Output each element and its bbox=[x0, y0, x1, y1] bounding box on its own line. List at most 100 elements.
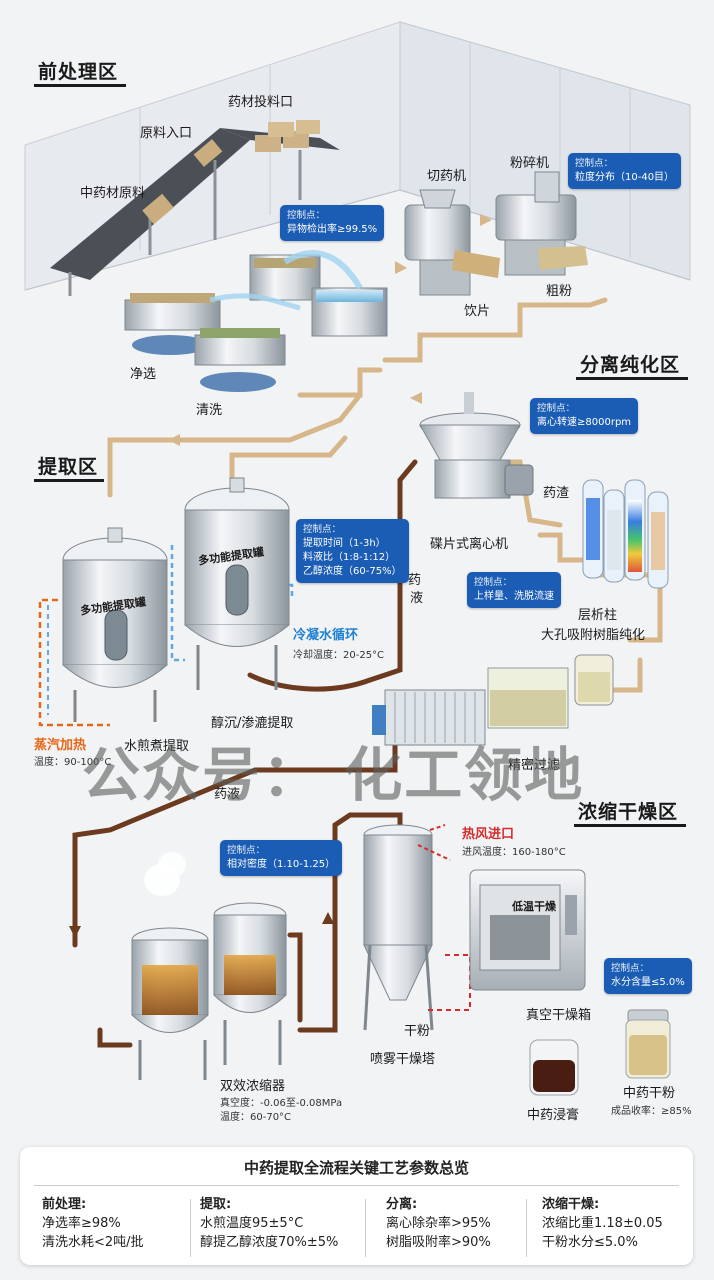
label-resin: 大孔吸附树脂纯化 bbox=[541, 628, 646, 643]
label-coarse-powder: 粗粉 bbox=[546, 284, 573, 299]
label-evaporator: 双效浓缩器 bbox=[220, 1079, 286, 1094]
control-point-density: 控制点： 相对密度（1.10-1.25） bbox=[220, 840, 343, 876]
label-feeding-port: 药材投料口 bbox=[228, 95, 294, 110]
label-dry-powder: 干粉 bbox=[404, 1024, 431, 1039]
label-hot-air: 热风进口 bbox=[462, 827, 515, 842]
label-alcohol-extraction: 醇沉/渗漉提取 bbox=[211, 716, 294, 731]
control-point-granularity: 控制点： 粒度分布（10-40目） bbox=[568, 153, 682, 189]
label-extract-paste: 中药浸膏 bbox=[527, 1108, 580, 1123]
summary-column-separator bbox=[365, 1199, 366, 1257]
control-point-liquid-ratio: 料液比（1:8-1:12） bbox=[303, 552, 396, 563]
summary-panel: 中药提取全流程关键工艺参数总览 前处理: 净选率≥98% 清洗水耗<2吨/批 提… bbox=[20, 1147, 693, 1265]
summary-line: 树脂吸附率>90% bbox=[386, 1235, 491, 1250]
label-decoction: 水煎煮提取 bbox=[124, 739, 190, 754]
summary-column-head: 浓缩干燥: bbox=[542, 1197, 600, 1212]
control-point-loading: 控制点： 上样量、洗脱流速 bbox=[467, 572, 561, 608]
summary-column-head: 分离: bbox=[386, 1197, 418, 1212]
label-disc-centrifuge: 碟片式离心机 bbox=[430, 537, 509, 552]
summary-column-head: 提取: bbox=[200, 1197, 232, 1212]
label-liquid-1a: 药 bbox=[408, 573, 422, 588]
conveyor-belt bbox=[50, 120, 340, 296]
label-vacuum-dryer: 真空干燥箱 bbox=[526, 1008, 592, 1023]
summary-column-head: 前处理: bbox=[42, 1197, 87, 1212]
control-point-value: 离心转速≥8000rpm bbox=[537, 417, 632, 428]
label-spray-tower: 喷雾干燥塔 bbox=[370, 1052, 436, 1067]
summary-line: 浓缩比重1.18±0.05 bbox=[542, 1216, 663, 1231]
summary-line: 干粉水分≤5.0% bbox=[542, 1235, 638, 1250]
product-jars bbox=[529, 1009, 671, 1096]
liquid-pipes bbox=[72, 459, 418, 1048]
extraction-tank-1 bbox=[38, 527, 168, 727]
label-evap-temp: 温度：60-70°C bbox=[220, 1112, 292, 1123]
control-point-value: 水分含量≤5.0% bbox=[611, 977, 685, 988]
control-point-ethanol: 乙醇浓度（60-75%） bbox=[303, 566, 402, 577]
label-cooling-temp: 冷却温度：20-25°C bbox=[293, 650, 385, 661]
label-steam: 蒸汽加热 bbox=[34, 738, 87, 753]
summary-line: 清洗水耗<2吨/批 bbox=[42, 1235, 144, 1250]
flow-arrows bbox=[69, 214, 492, 938]
control-point-title: 控制点： bbox=[287, 210, 326, 221]
disc-centrifuge bbox=[419, 392, 534, 499]
control-point-title: 控制点： bbox=[303, 524, 342, 535]
summary-title: 中药提取全流程关键工艺参数总览 bbox=[243, 1159, 469, 1177]
control-point-value: 上样量、洗脱流速 bbox=[474, 591, 554, 602]
control-point-foreign-matter: 控制点： 异物检出率≥99.5% bbox=[280, 205, 385, 241]
label-steam-temp: 温度：90-100°C bbox=[34, 757, 112, 768]
summary-column-separation: 分离: 离心除杂率>95% 树脂吸附率>90% bbox=[386, 1195, 541, 1252]
zone-title-separation: 分离纯化区 bbox=[580, 354, 681, 376]
summary-line: 水煎温度95±5°C bbox=[200, 1216, 304, 1231]
washing-equipment bbox=[124, 250, 388, 392]
control-point-title: 控制点： bbox=[474, 577, 513, 588]
label-fine-filter: 精密过滤 bbox=[508, 758, 561, 773]
control-point-value: 粒度分布（10-40目） bbox=[575, 172, 675, 183]
label-vacuum: 真空度：-0.06至-0.08MPa bbox=[220, 1098, 343, 1109]
crusher-machine bbox=[495, 171, 588, 276]
label-chromatography: 层析柱 bbox=[578, 608, 618, 623]
vacuum-dryer-oven bbox=[469, 869, 586, 991]
summary-line: 醇提乙醇浓度70%±5% bbox=[200, 1235, 339, 1250]
zone-title-extraction: 提取区 bbox=[38, 456, 99, 478]
control-point-centrifuge-speed: 控制点： 离心转速≥8000rpm bbox=[530, 398, 639, 434]
control-point-value: 相对密度（1.10-1.25） bbox=[227, 859, 336, 870]
summary-column-separator bbox=[526, 1199, 527, 1257]
zone-title-concentration: 浓缩干燥区 bbox=[578, 801, 679, 823]
summary-column-extraction: 提取: 水煎温度95±5°C 醇提乙醇浓度70%±5% bbox=[200, 1195, 355, 1252]
control-point-title: 控制点： bbox=[575, 158, 614, 169]
label-washing: 清洗 bbox=[196, 403, 223, 418]
summary-column-concentration: 浓缩干燥: 浓缩比重1.18±0.05 干粉水分≤5.0% bbox=[542, 1195, 697, 1252]
label-liquid-2: 药液 bbox=[214, 787, 241, 802]
label-liquid-1b: 液 bbox=[410, 591, 424, 606]
summary-column-pretreatment: 前处理: 净选率≥98% 清洗水耗<2吨/批 bbox=[42, 1195, 197, 1252]
zone-underline-separation bbox=[576, 377, 688, 380]
filter-press bbox=[372, 654, 614, 746]
double-effect-evaporator bbox=[131, 852, 287, 1080]
extraction-tank-2 bbox=[170, 477, 294, 690]
control-point-title: 控制点： bbox=[611, 963, 650, 974]
control-point-moisture: 控制点： 水分含量≤5.0% bbox=[604, 958, 692, 994]
cutter-machine bbox=[404, 189, 500, 296]
label-raw-material: 中药材原料 bbox=[80, 186, 146, 201]
control-point-value: 异物检出率≥99.5% bbox=[287, 224, 378, 235]
chromatography-columns bbox=[582, 479, 669, 589]
summary-column-separator bbox=[190, 1199, 191, 1257]
control-point-title: 控制点： bbox=[537, 403, 576, 414]
control-point-extraction: 控制点： 提取时间（1-3h） 料液比（1:8-1:12） 乙醇浓度（60-75… bbox=[296, 519, 409, 583]
label-selection: 净选 bbox=[130, 367, 157, 382]
label-cutter: 切药机 bbox=[427, 169, 467, 184]
spray-drying-tower bbox=[363, 824, 471, 1031]
label-condensate: 冷凝水循环 bbox=[293, 628, 359, 643]
label-pieces: 饮片 bbox=[464, 304, 491, 319]
label-herbal-powder: 中药干粉 bbox=[623, 1086, 676, 1101]
zone-title-pretreatment: 前处理区 bbox=[38, 61, 119, 83]
control-point-title: 控制点： bbox=[227, 845, 266, 856]
summary-line: 离心除杂率>95% bbox=[386, 1216, 491, 1231]
label-dryer-door: 低温干燥 bbox=[512, 900, 556, 913]
label-inlet-temp: 进风温度：160-180°C bbox=[462, 847, 566, 858]
zone-underline-pretreatment bbox=[34, 84, 126, 87]
label-yield: 成品收率：≥85% bbox=[611, 1106, 692, 1117]
watermark: 公众号： 化工领地 bbox=[82, 741, 585, 809]
zone-underline-extraction bbox=[34, 479, 104, 482]
zone-underline-concentration bbox=[574, 824, 686, 827]
label-residue: 药渣 bbox=[543, 486, 570, 501]
